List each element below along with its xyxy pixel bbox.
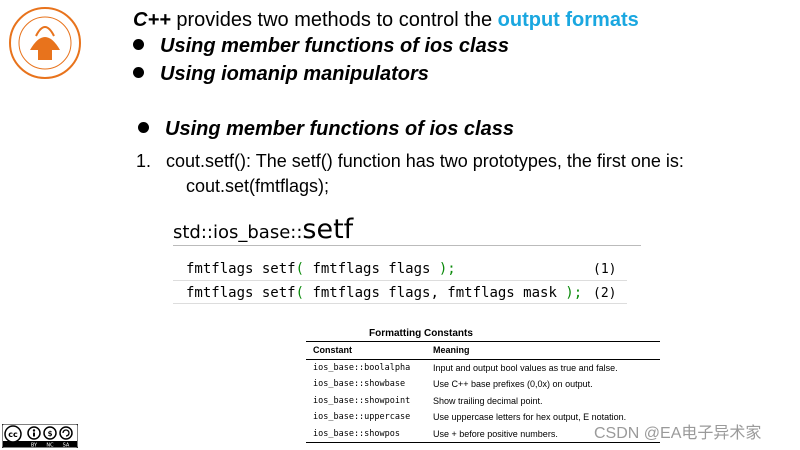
prototype-2-number: (2) [593,286,617,301]
bullet-dot-icon [138,122,149,134]
license-by: BY [31,443,38,449]
table-rule [306,341,660,342]
prototype-2: fmtflags setf( fmtflags flags, fmtflags … [186,285,583,301]
table-header-row: Constant Meaning [306,342,660,359]
prototype-1: fmtflags setf( fmtflags flags ); [186,261,456,277]
bullet-dot-icon [133,67,144,79]
watermark: CSDN @EA电子异术家 [594,425,762,442]
item-continuation: cout.set(fmtflags); [186,176,330,196]
item-text: cout.setf(): The setf() function has two… [166,151,684,171]
reference-header: std::ios_base::setf [173,214,353,245]
item-number: 1. [136,151,152,171]
prototype-1-number: (1) [593,262,617,277]
divider [173,303,627,304]
license-nc: NC [46,443,54,449]
numbered-item-1: 1. cout.setf(): The setf() function has t… [136,151,684,172]
creative-commons-icon: cc $ BY NC SA [2,424,78,448]
section-heading: Using member functions of ios class [138,118,514,141]
reference-prefix: std::ios_base:: [173,222,303,243]
table-rule [306,358,660,360]
bullet-dot-icon [133,39,144,51]
bullet-2: Using iomanip manipulators [133,63,429,86]
table-rule [306,442,660,443]
university-seal-logo [9,7,81,79]
reference-name: setf [302,214,354,245]
license-sa: SA [63,443,70,449]
title-lead: C++ [133,9,171,31]
section-heading-text: Using member functions of ios class [165,118,514,140]
table-title: Formatting Constants [369,328,473,339]
bullet-1-text: Using member functions of ios class [160,35,509,57]
bullet-2-text: Using iomanip manipulators [160,63,429,85]
bullet-1: Using member functions of ios class [133,35,509,58]
title-accent: output formats [497,9,639,31]
header-constant: Constant [313,345,352,356]
divider [173,280,627,281]
header-meaning: Meaning [433,345,470,356]
svg-text:cc: cc [8,430,18,439]
slide-title: C++ provides two methods to control the … [133,9,639,32]
title-middle: provides two methods to control the [170,9,498,31]
divider [173,245,641,246]
svg-text:$: $ [48,430,53,438]
